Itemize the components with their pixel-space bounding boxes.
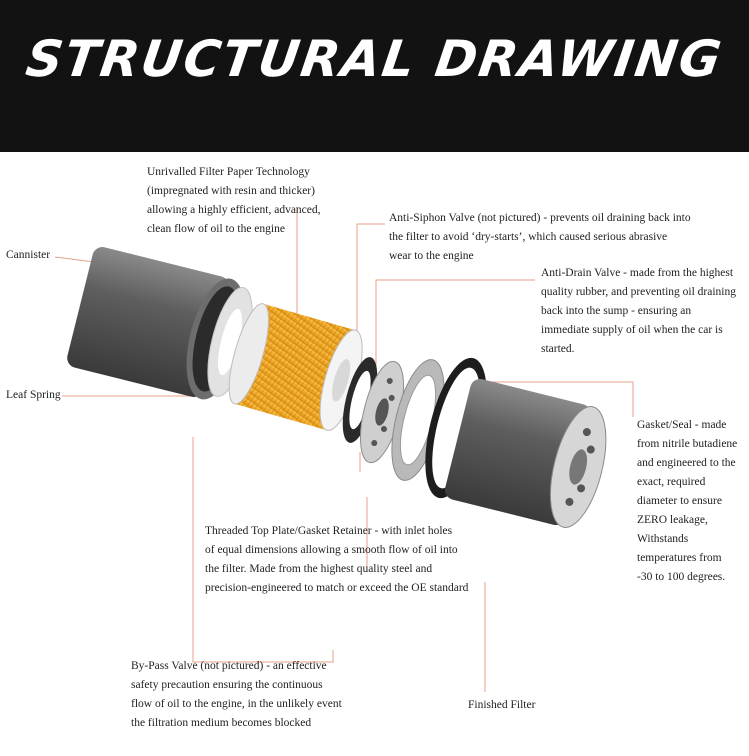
label-anti-drain: Anti-Drain Valve - made from the highest… — [541, 267, 736, 355]
page-title: STRUCTURAL DRAWING — [22, 30, 727, 88]
leader-anti-drain — [375, 279, 535, 377]
header-banner — [0, 0, 749, 152]
label-filter-paper: Unrivalled Filter Paper Technology (impr… — [147, 166, 321, 235]
label-finished-filter: Finished Filter — [468, 699, 536, 711]
label-anti-siphon: Anti-Siphon Valve (not pictured) - preve… — [389, 212, 691, 262]
label-gasket-seal: Gasket/Seal - made from nitrile butadien… — [637, 419, 738, 583]
label-leaf-spring: Leaf Spring — [6, 389, 61, 401]
label-threaded-plate: Threaded Top Plate/Gasket Retainer - wit… — [205, 525, 469, 594]
leader-gasket — [490, 381, 634, 417]
filter-paper-element — [228, 303, 363, 431]
leader-lines — [54, 207, 634, 692]
leader-threaded-plate — [192, 437, 334, 663]
leader-anti-siphon — [356, 223, 385, 340]
anti-drain-valve — [342, 357, 378, 443]
label-cannister: Cannister — [6, 249, 51, 261]
threaded-top-plate — [359, 360, 405, 464]
finished-filter — [444, 378, 607, 528]
exploded-filter-diagram — [54, 207, 634, 692]
label-bypass: By-Pass Valve (not pictured) - an effect… — [131, 660, 342, 729]
